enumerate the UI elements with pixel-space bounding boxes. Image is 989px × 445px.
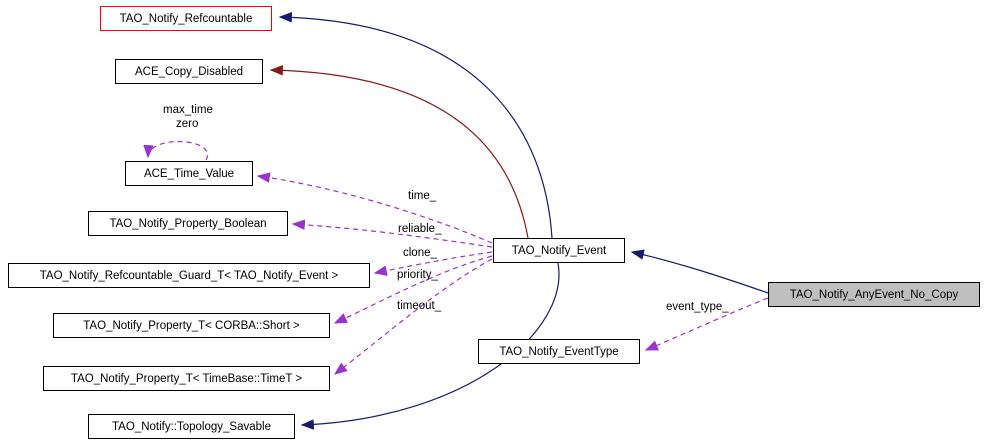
node-tao-notify-refcountable-guard-t[interactable]: TAO_Notify_Refcountable_Guard_T< TAO_Not…: [8, 263, 370, 288]
node-tao-notify-topology-savable[interactable]: TAO_Notify::Topology_Savable: [88, 414, 295, 439]
edge-inherit-event-topology-savable: [300, 262, 560, 430]
node-ace-time-value[interactable]: ACE_Time_Value: [125, 161, 253, 186]
edge-usage-clone: [373, 251, 493, 276]
node-tao-notify-anyevent-no-copy: TAO_Notify_AnyEvent_No_Copy: [768, 282, 980, 307]
node-tao-notify-eventtype[interactable]: TAO_Notify_EventType: [478, 339, 640, 364]
edge-usage-reliable: [291, 219, 493, 248]
edge-usage-timeout: [333, 258, 493, 375]
edge-usage-self-loop-time-value: [143, 140, 209, 161]
edge-label-priority: priority_: [397, 269, 438, 281]
node-tao-notify-property-boolean[interactable]: TAO_Notify_Property_Boolean: [88, 211, 288, 236]
edge-label-zero: zero: [176, 118, 199, 130]
edge-private-inherit-event-copy-disabled: [269, 64, 529, 239]
node-tao-notify-refcountable[interactable]: TAO_Notify_Refcountable: [100, 6, 272, 31]
edge-usage-priority: [333, 255, 493, 324]
edge-inherit-event-refcountable: [278, 12, 553, 239]
edge-inherit-anyevent-event: [630, 249, 769, 294]
edge-label-event-type: event_type_: [666, 301, 729, 313]
edge-usage-event-type: [644, 297, 769, 351]
edge-label-reliable: reliable_: [398, 223, 442, 235]
edge-usage-time: [256, 172, 493, 244]
node-ace-copy-disabled[interactable]: ACE_Copy_Disabled: [115, 59, 263, 84]
edge-label-time: time_: [408, 190, 437, 202]
node-tao-notify-property-t-corba-short[interactable]: TAO_Notify_Property_T< CORBA::Short >: [53, 313, 330, 338]
node-tao-notify-property-t-timebase-timet[interactable]: TAO_Notify_Property_T< TimeBase::TimeT >: [43, 366, 330, 391]
edge-label-timeout: timeout_: [397, 300, 442, 312]
edge-label-clone: clone_: [403, 247, 437, 259]
edge-label-max-time: max_time: [163, 104, 213, 116]
node-tao-notify-event[interactable]: TAO_Notify_Event: [493, 238, 625, 263]
